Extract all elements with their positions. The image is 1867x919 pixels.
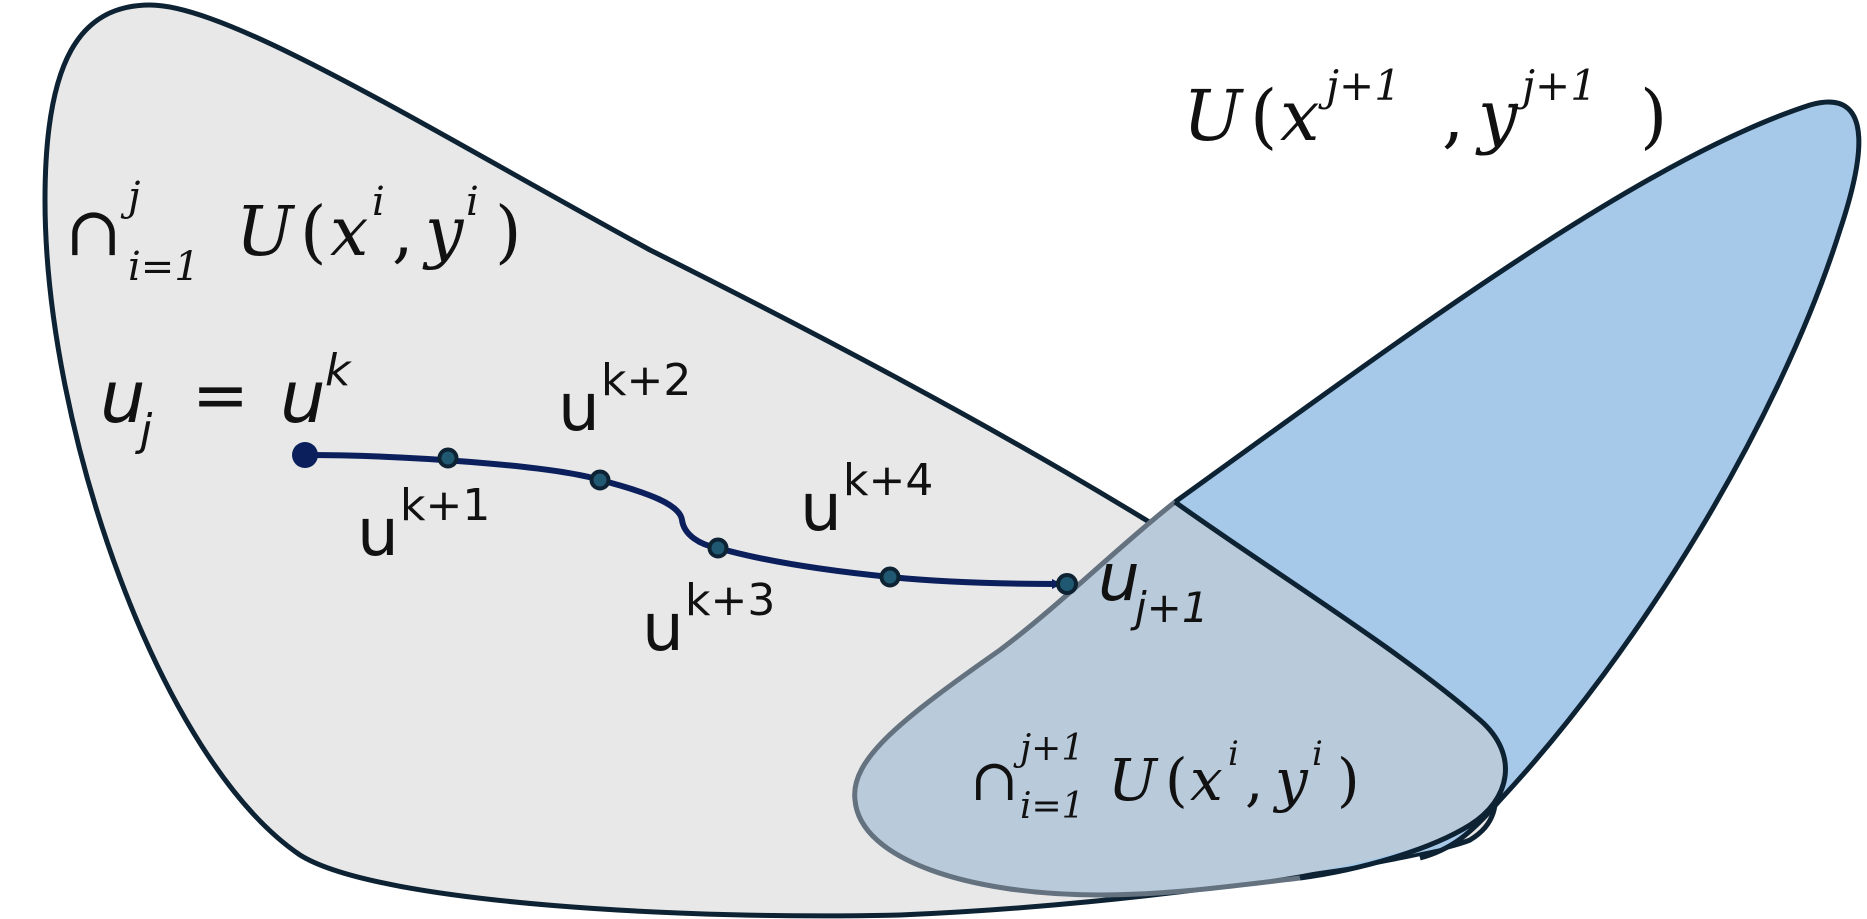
label-cap: ∩ <box>970 746 1019 814</box>
label-sup: k+1 <box>400 480 490 531</box>
label-y-sup: i <box>1312 734 1323 774</box>
label-iterate-k2: u k+2 <box>558 355 691 446</box>
label-open: ( <box>1165 746 1188 814</box>
label-y-sup: j+1 <box>1514 61 1597 110</box>
label-start: u j = u k <box>100 345 352 456</box>
region-intersection-j1-outline-right <box>1173 499 1508 881</box>
region-set-next-outline <box>1173 99 1862 861</box>
label-sub: i=1 <box>128 244 200 290</box>
label-x: x <box>1280 75 1319 157</box>
label-x-sup: i <box>1228 734 1239 774</box>
label-U: U <box>1108 746 1159 814</box>
label-u2: u <box>280 355 326 439</box>
label-u2-sup: k <box>325 345 352 396</box>
label-iterate-k3: u k+3 <box>642 575 775 666</box>
label-end: u j+1 <box>1098 539 1209 632</box>
label-x: x <box>1190 746 1223 814</box>
label-y: y <box>1272 746 1309 814</box>
label-sup: k+2 <box>601 355 691 406</box>
region-intersection-j1 <box>854 502 1506 895</box>
label-eq: = <box>192 356 249 435</box>
label-base: u <box>558 369 600 446</box>
label-base: u <box>800 469 842 546</box>
label-iterate-k4: u k+4 <box>800 455 933 546</box>
label-sup: j+1 <box>1013 728 1084 769</box>
label-close: ) <box>1640 75 1667 157</box>
label-y: y <box>1475 75 1519 157</box>
label-comma: , <box>1245 746 1263 814</box>
point-k4 <box>879 566 901 588</box>
label-base: u <box>357 494 399 571</box>
label-u: u <box>100 355 146 439</box>
region-intersection-j1-outline-left <box>852 500 1301 898</box>
label-sup: k+3 <box>685 575 775 626</box>
label-u-sub: j <box>135 405 153 456</box>
point-k2 <box>589 469 611 491</box>
point-k1 <box>437 447 459 469</box>
label-comma: , <box>392 193 414 272</box>
point-end <box>1056 573 1078 595</box>
point-start <box>292 442 318 468</box>
point-k3 <box>707 537 729 559</box>
iteration-path <box>304 452 1062 589</box>
label-x-sup: j+1 <box>1318 61 1401 110</box>
label-iterate-k1: u k+1 <box>357 480 490 571</box>
label-sup: k+4 <box>843 455 933 506</box>
label-open: ( <box>1250 75 1277 157</box>
label-comma: , <box>1442 75 1464 157</box>
label-u-sub: j+1 <box>1130 583 1209 632</box>
label-U: U <box>1183 75 1244 157</box>
label-close: ) <box>1337 746 1360 814</box>
label-cap: ∩ <box>65 193 122 272</box>
label-y: y <box>422 193 465 272</box>
label-sub: i=1 <box>1020 786 1085 827</box>
label-y-sup: i <box>466 179 479 225</box>
label-base: u <box>642 589 684 666</box>
label-x-sup: i <box>372 179 385 225</box>
label-open: ( <box>300 193 327 272</box>
label-u: u <box>1098 539 1140 616</box>
label-intersection-j1: ∩ j+1 i=1 U ( x i , y i ) <box>970 728 1360 827</box>
label-x: x <box>330 193 368 272</box>
label-U: U <box>236 193 296 272</box>
label-set-next: U ( x j+1 , y j+1 ) <box>1183 61 1667 157</box>
label-close: ) <box>495 193 522 272</box>
